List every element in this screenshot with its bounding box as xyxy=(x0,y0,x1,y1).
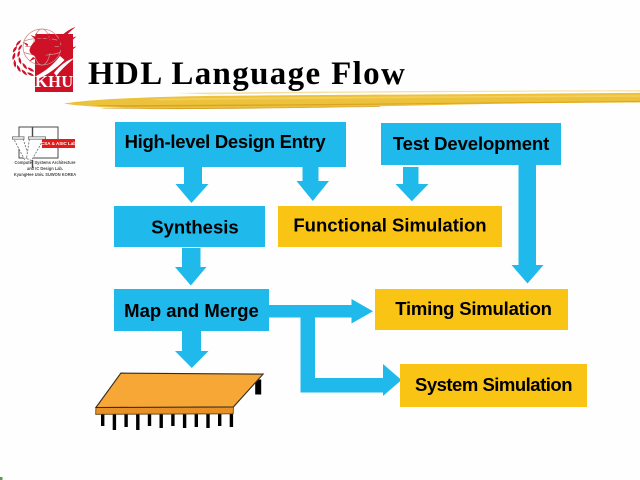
lab-logo-line2: and IC Design Lab. xyxy=(26,166,63,172)
node-high-level-design-entry: High-level Design Entry xyxy=(115,122,346,167)
node-label: System Simulation xyxy=(414,373,573,395)
node-label: Test Development xyxy=(392,132,550,154)
node-synthesis: Synthesis xyxy=(114,206,265,247)
khu-logo-text: KHU xyxy=(35,72,74,91)
arrow-synthesis-to-map xyxy=(175,248,207,286)
title-underline-brush xyxy=(64,90,640,110)
lab-gate-icon xyxy=(12,136,46,162)
chip-front-face xyxy=(95,406,234,415)
node-label: Map and Merge xyxy=(124,299,259,321)
lab-logo-label: CSA & ASIC Lab xyxy=(42,139,75,148)
lab-logo-line3: KyungHee Univ. SUWON KOREA xyxy=(13,172,77,178)
lab-logo-line1: Computer Systems Architecture xyxy=(14,160,76,166)
chip-top-face xyxy=(94,372,265,409)
chip-graphic xyxy=(94,372,265,430)
chip-right-leg xyxy=(255,379,262,395)
arrow-td-to-timing xyxy=(511,165,544,284)
arrow-map-to-timing xyxy=(269,299,373,324)
slide-title: HDL Language Flow xyxy=(88,56,407,92)
khu-logo xyxy=(12,27,77,92)
lab-logo xyxy=(12,126,59,168)
node-label: Timing Simulation xyxy=(395,297,552,319)
arrow-hld-to-synthesis xyxy=(175,167,209,203)
khu-phoenix-icon xyxy=(23,32,56,62)
node-timing-simulation: Timing Simulation xyxy=(375,289,568,330)
node-label: High-level Design Entry xyxy=(124,130,326,152)
node-test-development: Test Development xyxy=(381,123,561,165)
corner-artifact xyxy=(0,477,3,480)
khu-laurel-icon xyxy=(12,40,35,76)
khu-wing-strokes-icon xyxy=(55,27,77,57)
chip-pins xyxy=(101,413,234,430)
arrow-td-to-functional xyxy=(395,167,429,202)
node-functional-simulation: Functional Simulation xyxy=(278,206,502,247)
khu-white-swoosh-icon xyxy=(36,56,75,79)
node-system-simulation: System Simulation xyxy=(400,364,587,407)
node-label: Synthesis xyxy=(151,215,239,237)
arrow-hld-to-functional xyxy=(296,166,329,201)
arrow-map-to-chip xyxy=(175,331,209,368)
node-map-and-merge: Map and Merge xyxy=(114,289,269,331)
flow-arrows xyxy=(175,165,544,396)
arrow-map-to-system xyxy=(300,317,402,396)
node-label: Functional Simulation xyxy=(293,214,487,236)
